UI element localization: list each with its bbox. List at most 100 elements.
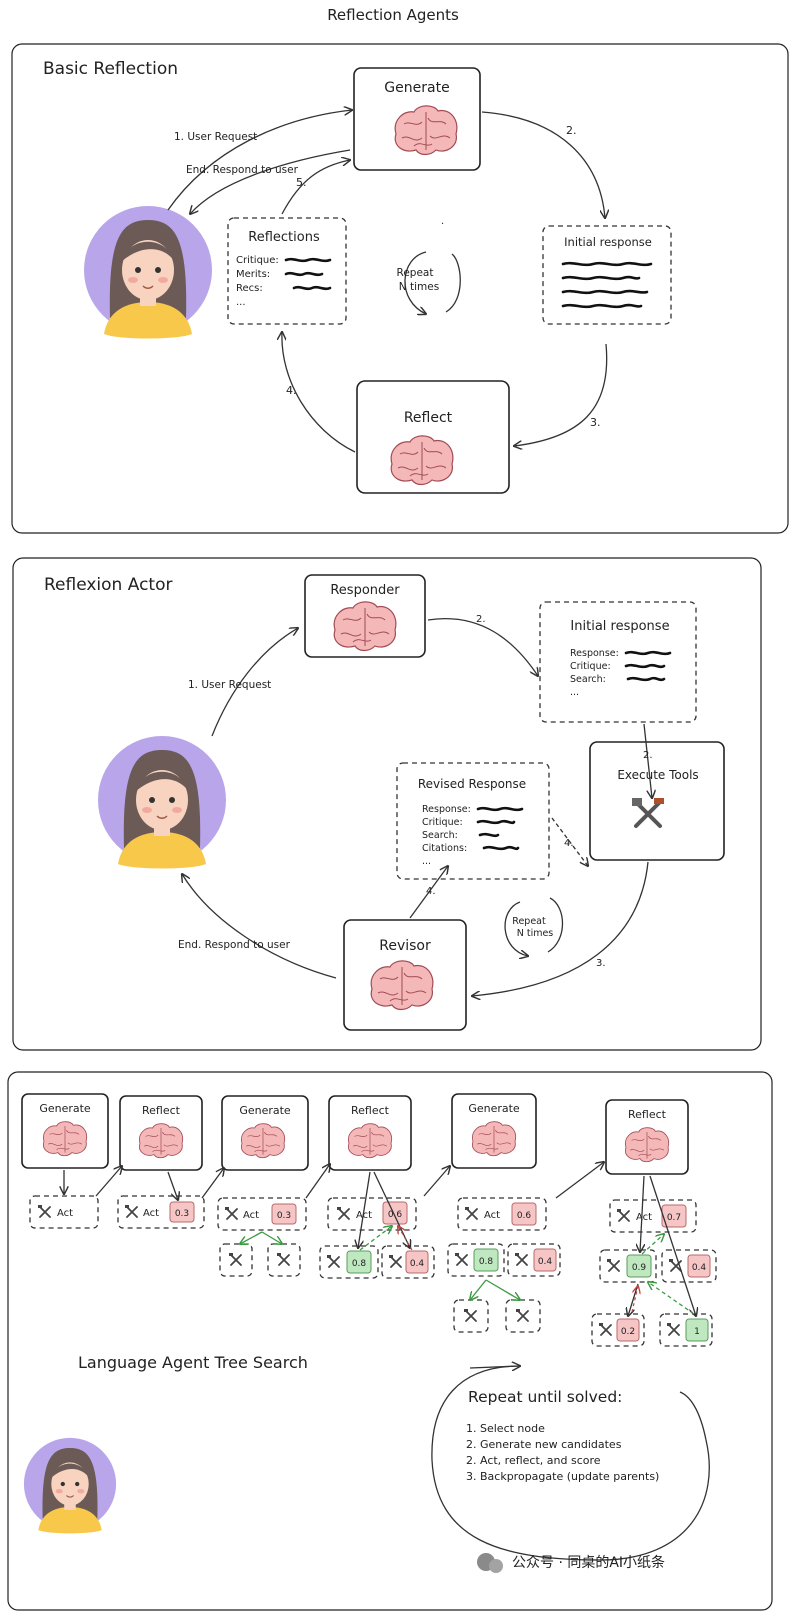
scribble-line: [561, 303, 643, 309]
stray-dot: .: [441, 216, 444, 227]
ir-row-search: Search:: [570, 674, 606, 685]
score-value: 1: [694, 1327, 700, 1337]
revised-response-title: Revised Response: [418, 777, 526, 791]
edge-step2-label: 2.: [566, 124, 577, 137]
tree-edge: [358, 1171, 371, 1248]
edge-step4a-label: 4.: [426, 886, 436, 897]
repeat-label: Repeat: [397, 267, 434, 279]
score-value: 0.4: [410, 1259, 425, 1269]
scribble-line: [476, 806, 524, 812]
basic-reflection-title: Basic Reflection: [43, 59, 178, 79]
initial-response-box-2: [539, 601, 697, 723]
edge-user-request-label-2: 1. User Request: [188, 679, 271, 691]
tools-icon: [632, 798, 664, 828]
edge-step3-label: 3.: [590, 416, 601, 429]
brain-icon: [472, 1121, 517, 1157]
reflexion-actor-title: Reflexion Actor: [44, 575, 172, 595]
scribble-line: [292, 285, 332, 291]
scribble-line: [624, 650, 672, 656]
rr-row-ellipsis: ...: [422, 856, 431, 867]
edge-step3: [514, 343, 608, 446]
wechat-icon: [489, 1559, 503, 1573]
lats-title: Language Agent Tree Search: [78, 1353, 308, 1372]
score-value: 0.6: [388, 1210, 403, 1220]
watermark: 公众号 · 同桌的AI小纸条: [477, 1553, 665, 1573]
ir-row-response: Response:: [570, 648, 619, 659]
stage-label: Generate: [39, 1102, 91, 1115]
initial-response-label: Initial response: [564, 235, 652, 249]
tree-stage-5: Act 0.6 0.8 0.4: [447, 1162, 604, 1333]
tree-edge: [167, 1171, 178, 1200]
initial-response-box: [542, 225, 672, 325]
score-badge: [271, 1203, 297, 1225]
act-label: Act: [57, 1208, 73, 1219]
edge-user-request-2: [211, 628, 298, 737]
edge-step4-revised: [409, 866, 448, 919]
repeat-step-1: 1. Select node: [466, 1422, 545, 1435]
revisor-brain-icon: [370, 960, 434, 1011]
score-badge-green: [473, 1248, 499, 1272]
scribble-line: [561, 261, 653, 267]
score-value: 0.2: [621, 1327, 635, 1337]
edge-end-label: End. Respond to user: [186, 164, 299, 176]
reflections-title: Reflections: [248, 230, 320, 245]
watermark-text: 公众号 · 同桌的AI小纸条: [512, 1554, 665, 1571]
revisor-label: Revisor: [379, 938, 431, 954]
score-badge: [405, 1250, 429, 1274]
repeat-until-title: Repeat until solved:: [468, 1388, 622, 1406]
score-value: 0.7: [667, 1213, 681, 1223]
repeat-loop-arrow: [445, 253, 461, 313]
score-value: 0.4: [692, 1263, 707, 1273]
revised-response-box: [396, 762, 550, 880]
edge-step2-label-2: 2.: [476, 614, 486, 625]
edge-step2-2: [427, 618, 538, 676]
score-value: 0.9: [632, 1263, 647, 1273]
score-badge: [382, 1201, 408, 1225]
repeat-loop-arrow-2: [547, 897, 563, 953]
basic-reflection-panel: [11, 43, 789, 534]
tree-edge-green: [485, 1279, 520, 1300]
repeat-until-loop: [431, 1365, 710, 1561]
brain-icon: [625, 1127, 670, 1163]
backprop-edge: [631, 1286, 638, 1313]
tree-edge: [423, 1166, 450, 1197]
repeat-times-label-2: N times: [517, 928, 554, 939]
tree-stage-2: Act 0.3: [117, 1168, 224, 1229]
edge-step4: [282, 332, 356, 453]
backprop-edge: [648, 1282, 695, 1315]
edge-step4-label: 4.: [286, 384, 297, 397]
score-badge: [661, 1204, 687, 1228]
scribble-line: [626, 676, 666, 682]
score-value: 0.8: [479, 1257, 494, 1267]
edge-user-request-label: 1. User Request: [174, 131, 257, 143]
tree-edge-green: [240, 1231, 263, 1244]
stage-label: Generate: [239, 1104, 291, 1117]
score-value: 0.4: [538, 1257, 553, 1267]
stage-label: Reflect: [351, 1104, 390, 1117]
edge-step2b-label: 2.: [643, 750, 653, 761]
generate-brain-icon: [394, 105, 458, 156]
score-value: 0.3: [277, 1211, 291, 1221]
repeat-step-3: 2. Act, reflect, and score: [466, 1454, 601, 1467]
act-label: Act: [143, 1208, 159, 1219]
reflections-row-critique: Critique:: [236, 255, 279, 266]
execute-tools-label: Execute Tools: [617, 768, 698, 782]
brain-icon: [348, 1123, 393, 1159]
scribble-line: [482, 845, 520, 851]
rr-row-search: Search:: [422, 830, 458, 841]
edge-step4-tools: [551, 817, 588, 866]
edge-end-respond: [190, 149, 351, 214]
tree-edge-green: [261, 1231, 282, 1244]
tree-edge: [555, 1162, 604, 1199]
tree-edge: [201, 1168, 224, 1199]
score-badge: [616, 1318, 640, 1342]
repeat-times-label: N times: [399, 281, 439, 293]
rr-row-critique: Critique:: [422, 817, 463, 828]
diagram-title: Reflection Agents: [327, 6, 459, 24]
tree-edge: [373, 1171, 410, 1248]
scribble-line: [561, 275, 641, 281]
ir-row-critique: Critique:: [570, 661, 611, 672]
score-badge-green: [626, 1254, 652, 1278]
score-badge-green: [685, 1318, 709, 1342]
